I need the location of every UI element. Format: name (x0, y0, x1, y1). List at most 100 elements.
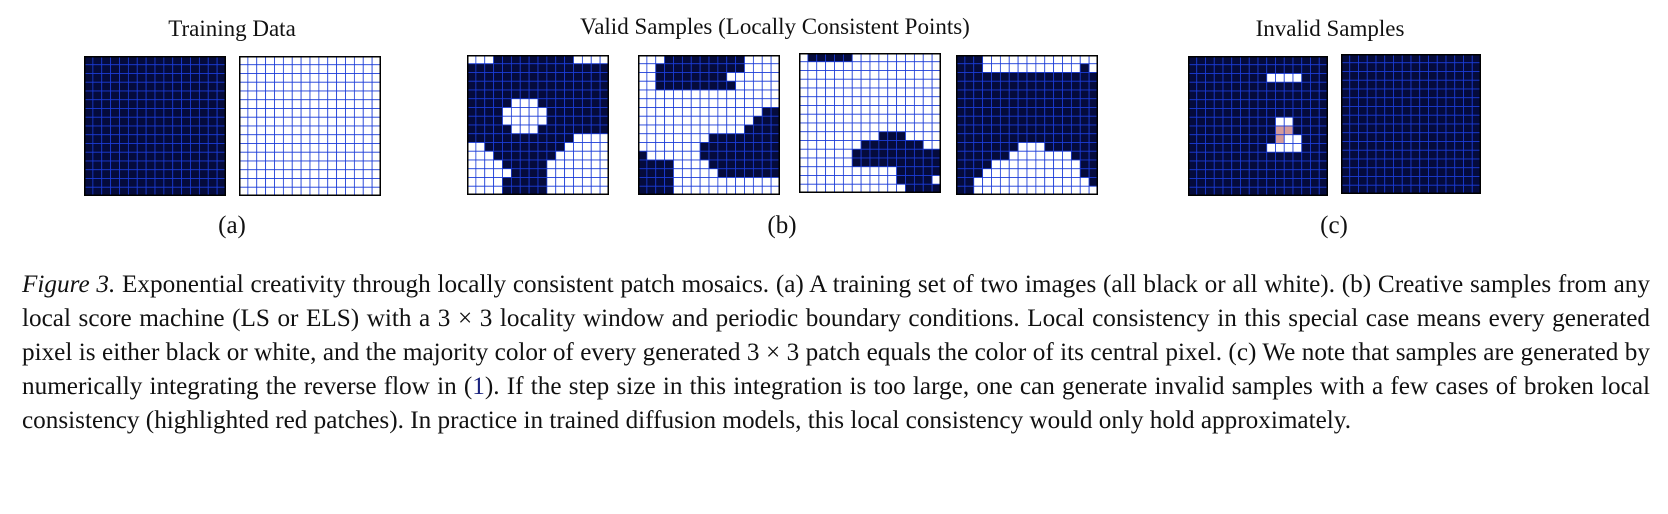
mosaic-cell (1410, 149, 1421, 160)
mosaic-cell (247, 160, 258, 171)
mosaic-cell (362, 143, 373, 153)
mosaic-cell (913, 131, 924, 141)
mosaic-cell (1410, 132, 1421, 142)
mosaic-cell (717, 142, 728, 152)
mosaic-cell (973, 124, 984, 135)
mosaic-cell (851, 70, 862, 80)
mosaic-cell (519, 168, 530, 178)
mosaic-cell (207, 73, 218, 83)
mosaic-cell (1213, 64, 1224, 74)
mosaic-cell (922, 87, 933, 98)
equation-link[interactable]: 1 (472, 373, 485, 400)
mosaic-cell (999, 80, 1010, 91)
mosaic-cell (1318, 186, 1328, 196)
mosaic-cell (1283, 125, 1294, 136)
mosaic-cell (510, 133, 521, 143)
mosaic-cell (300, 169, 311, 179)
mosaic-cell (761, 107, 772, 117)
mosaic-cell (1292, 178, 1303, 188)
mosaic-cell (265, 169, 275, 179)
mosaic-cell (573, 142, 583, 152)
mosaic-cell (291, 99, 302, 109)
mosaic-cell (345, 90, 355, 101)
mosaic-cell (1222, 116, 1233, 127)
mosaic-cell (735, 72, 745, 82)
mosaic-cell (291, 134, 302, 144)
mosaic-cell (1310, 143, 1320, 153)
mosaic-cell (1310, 116, 1320, 127)
mosaic-cell (1310, 134, 1320, 144)
mosaic-cell (475, 80, 486, 91)
mosaic-cell (1401, 176, 1412, 186)
mosaic-cell (1366, 71, 1377, 81)
mosaic-cell (842, 61, 853, 71)
mosaic-cell (327, 90, 338, 101)
mosaic-cell (1062, 107, 1072, 117)
mosaic-cell (327, 169, 338, 179)
mosaic-cell (1070, 107, 1081, 117)
mosaic-cell (537, 150, 548, 161)
mosaic-cell (1349, 132, 1359, 142)
mosaic-cell (573, 72, 583, 82)
mosaic-cell (127, 143, 138, 153)
mosaic-cell (1205, 169, 1215, 179)
mosaic-cell (1070, 159, 1081, 170)
mosaic-cell (646, 142, 657, 152)
mosaic-cell (154, 99, 165, 109)
mosaic-cell (905, 148, 915, 159)
mosaic-cell (546, 89, 557, 100)
mosaic-cell (198, 125, 209, 136)
mosaic-cell (973, 159, 984, 170)
mosaic-cell (646, 124, 657, 135)
mosaic-cell (664, 89, 674, 100)
mosaic-cell (1257, 178, 1268, 188)
mosaic-cell (1358, 167, 1368, 177)
mosaic-cell (101, 73, 112, 83)
mosaic-cell (502, 107, 512, 117)
mosaic-cell (922, 131, 933, 141)
mosaic-cell (1436, 141, 1447, 151)
mosaic-cell (1428, 88, 1438, 99)
mosaic-cell (681, 72, 692, 82)
mosaic-cell (101, 81, 112, 92)
mosaic-cell (1358, 132, 1368, 142)
mosaic-cell (752, 80, 763, 91)
mosaic-cell (136, 108, 147, 118)
mosaic-cell (869, 70, 880, 80)
mosaic-cell (922, 70, 933, 80)
mosaic-cell (154, 125, 165, 136)
mosaic-cell (708, 124, 719, 135)
mosaic-cell (1375, 97, 1386, 107)
mosaic-cell (1454, 141, 1464, 151)
mosaic-cell (905, 166, 915, 176)
mosaic-cell (590, 89, 601, 100)
mosaic-cell (1257, 160, 1268, 171)
mosaic-cell (1213, 143, 1224, 153)
mosaic-cell (528, 115, 539, 126)
mosaic-cell (664, 72, 674, 82)
mosaic-cell (1366, 97, 1377, 107)
mosaic-cell (1222, 73, 1233, 83)
mosaic-cell (726, 72, 737, 82)
mosaic-cell (371, 186, 381, 196)
mosaic-cell (735, 159, 745, 170)
mosaic-cell (291, 125, 302, 136)
mosaic-cell (172, 116, 183, 127)
mosaic-cell (1310, 90, 1320, 101)
mosaic-cell (991, 80, 1001, 91)
mosaic-cell (851, 148, 862, 159)
mosaic-cell (761, 159, 772, 170)
mosaic-cell (1463, 167, 1473, 177)
mosaic-cell (655, 133, 666, 143)
mosaic-cell (282, 169, 293, 179)
mosaic-cell (690, 89, 701, 100)
mosaic-cell (887, 105, 898, 115)
mosaic-cell (502, 177, 512, 187)
mosaic-cell (860, 96, 871, 106)
mosaic-cell (1035, 98, 1046, 108)
mosaic-cell (1213, 134, 1224, 144)
mosaic-cell (690, 107, 701, 117)
mosaic-cell (309, 116, 320, 127)
mosaic-cell (726, 98, 737, 108)
mosaic-cell (982, 89, 992, 100)
